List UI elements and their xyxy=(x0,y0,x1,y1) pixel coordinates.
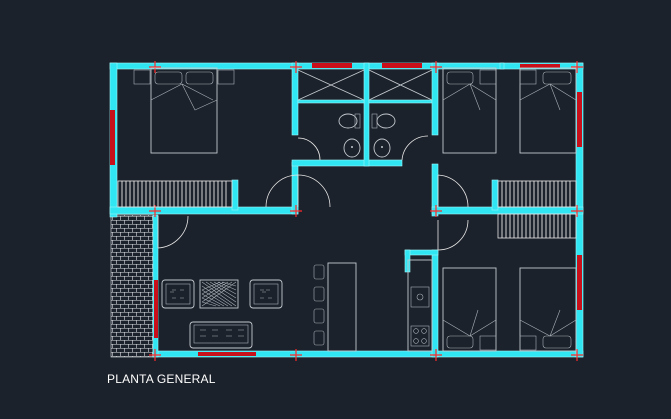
brick-patio-hatch xyxy=(110,214,154,358)
sofa-bottom xyxy=(189,321,253,349)
bed-5 xyxy=(519,267,577,352)
kitchen-counter xyxy=(313,262,357,352)
bed-4 xyxy=(442,267,497,352)
stair-hatch-right xyxy=(497,180,577,239)
doors xyxy=(157,135,469,251)
column-markers xyxy=(149,61,583,361)
sofa-right xyxy=(249,279,283,309)
sofa-left xyxy=(161,279,195,309)
windows xyxy=(110,63,582,356)
drawing-caption: PLANTA GENERAL xyxy=(107,372,216,386)
bathroom-fixtures xyxy=(297,69,433,158)
bed-1 xyxy=(133,67,235,154)
coffee-table xyxy=(199,279,239,309)
kitchen-appliances xyxy=(407,259,433,352)
bed-2 xyxy=(442,67,497,154)
bed-3 xyxy=(519,67,577,154)
walls xyxy=(109,62,584,358)
stair-hatch-left xyxy=(117,180,233,208)
